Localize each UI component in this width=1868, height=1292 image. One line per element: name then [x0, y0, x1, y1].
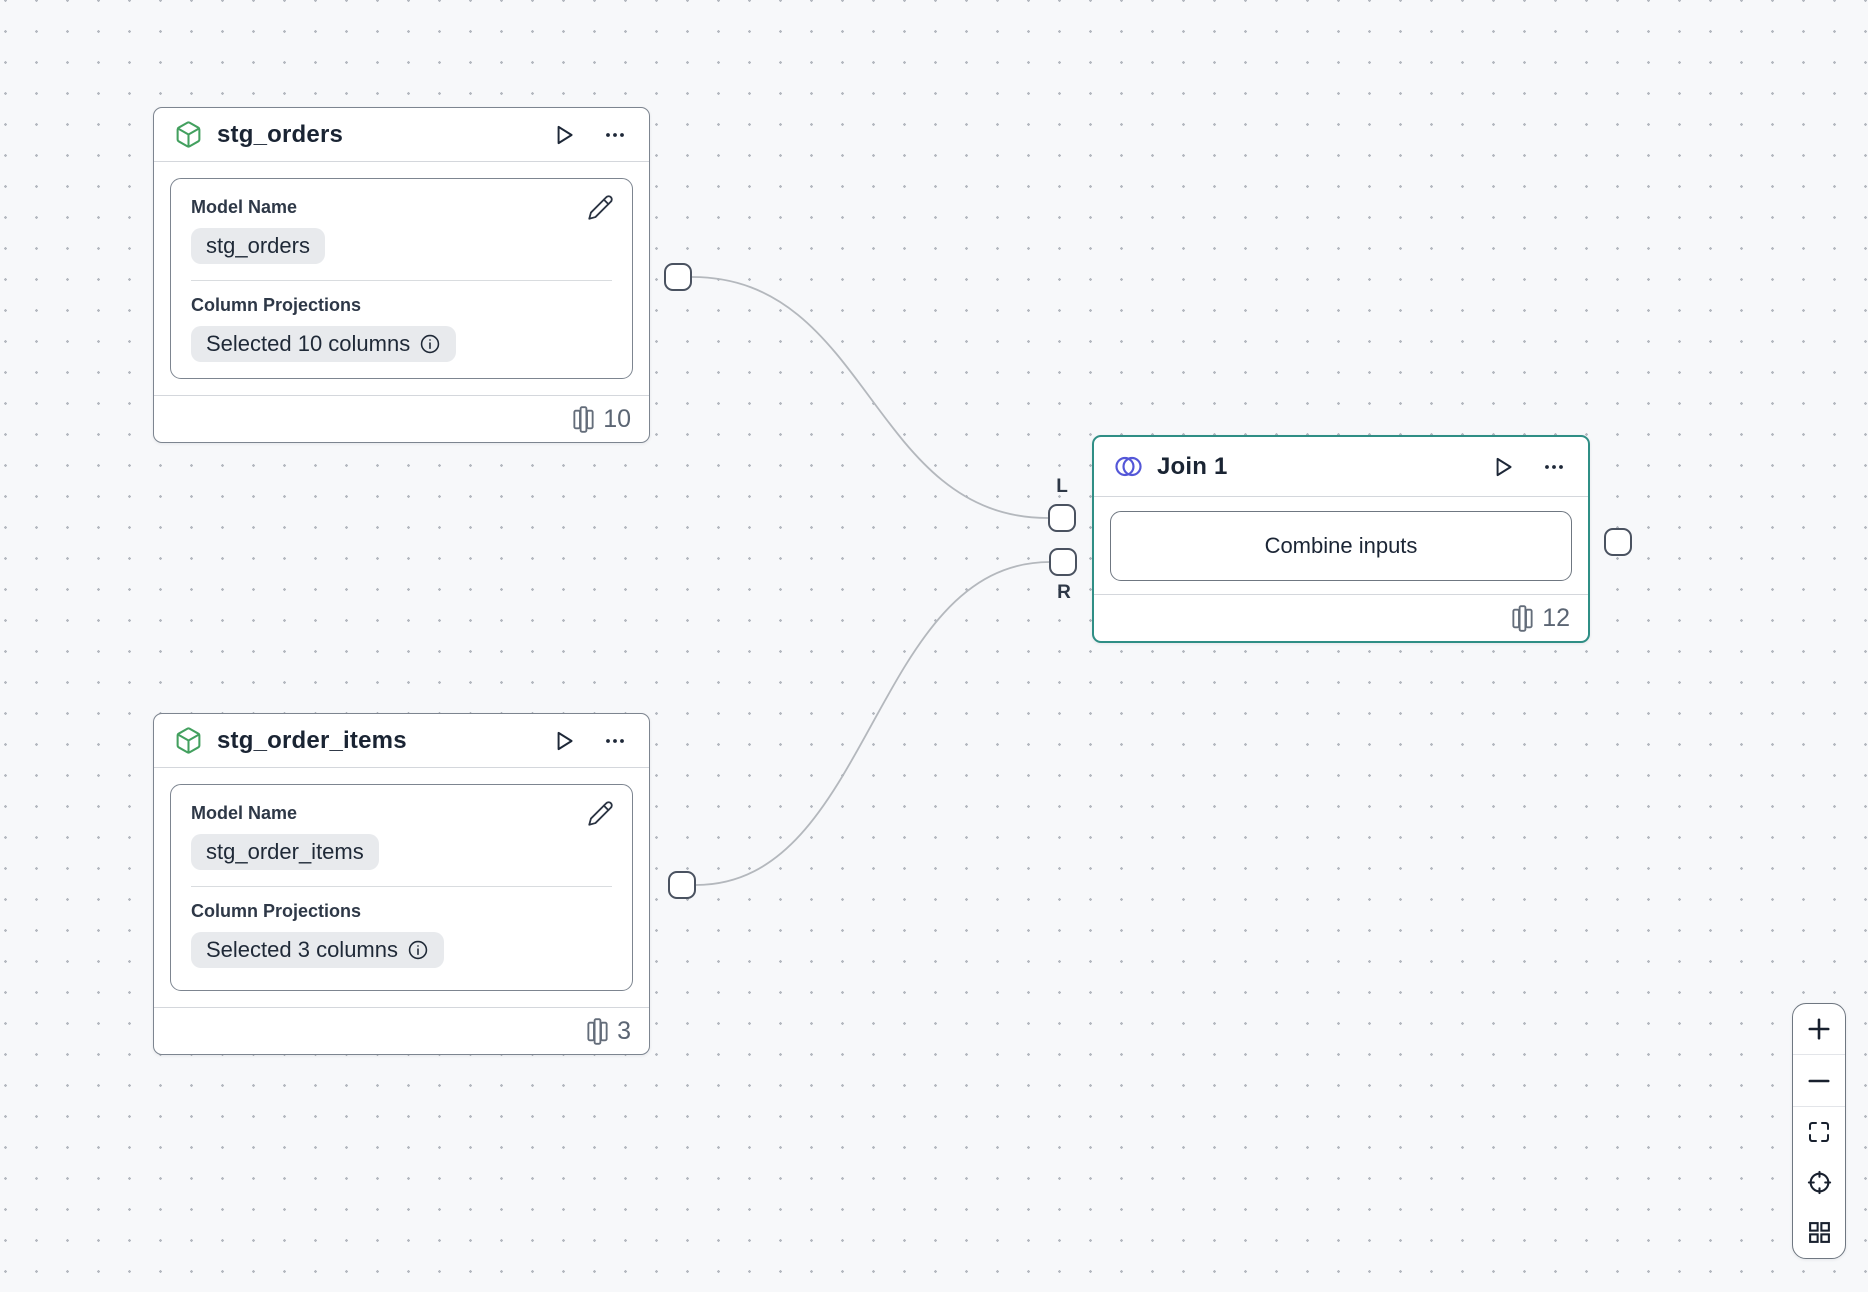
model-name-value[interactable]: stg_order_items — [191, 834, 379, 870]
run-node-button[interactable] — [1488, 452, 1518, 482]
ellipsis-icon — [603, 123, 627, 147]
play-icon — [1490, 454, 1516, 480]
play-icon — [551, 122, 577, 148]
model-box-icon — [174, 120, 203, 149]
edge-stg-orders-to-join-left[interactable] — [691, 276, 1049, 519]
zoom-in-icon — [1806, 1016, 1832, 1042]
run-node-button[interactable] — [549, 120, 579, 150]
ellipsis-icon — [1542, 455, 1566, 479]
fit-view-button[interactable] — [1793, 1107, 1845, 1157]
node-menu-button[interactable] — [601, 727, 629, 755]
node-header: stg_order_items — [154, 714, 649, 768]
node-config-card: Model Name stg_order_items Column Projec… — [170, 784, 633, 991]
model-box-icon — [174, 726, 203, 755]
node-title: stg_orders — [217, 120, 344, 148]
join-left-port-label: L — [1056, 476, 1068, 497]
node-title: stg_order_items — [217, 726, 407, 754]
combine-inputs-button[interactable]: Combine inputs — [1110, 510, 1572, 581]
pencil-icon — [587, 194, 614, 221]
node-body: Model Name stg_order_items Column Projec… — [154, 768, 649, 1007]
node-menu-button[interactable] — [601, 121, 629, 149]
node-footer: 10 — [154, 395, 649, 442]
column-count: 10 — [603, 404, 631, 433]
node-config-card: Model Name stg_orders Column Projections… — [170, 178, 633, 379]
divider — [191, 886, 612, 887]
node-stg-orders[interactable]: stg_orders — [153, 107, 650, 443]
edit-model-button[interactable] — [585, 798, 616, 829]
model-name-label: Model Name — [191, 197, 298, 217]
columns-icon — [573, 405, 594, 433]
zoom-out-icon — [1806, 1068, 1832, 1094]
ellipsis-icon — [603, 729, 627, 753]
layout-grid-button[interactable] — [1793, 1208, 1845, 1258]
columns-icon — [587, 1017, 608, 1045]
canvas-controls-toolbar — [1792, 1003, 1846, 1259]
grid-icon — [1807, 1220, 1832, 1245]
node-body: Combine inputs — [1094, 497, 1588, 594]
info-icon — [419, 333, 441, 355]
run-node-button[interactable] — [549, 726, 579, 756]
column-projections-value[interactable]: Selected 3 columns — [191, 932, 444, 968]
node-footer: 12 — [1094, 594, 1588, 641]
fit-view-icon — [1807, 1120, 1831, 1144]
column-count: 12 — [1542, 603, 1570, 632]
model-name-value[interactable]: stg_orders — [191, 228, 325, 264]
port-join-left-input[interactable] — [1048, 504, 1076, 532]
node-stg-order-items[interactable]: stg_order_items — [153, 713, 650, 1055]
divider — [191, 280, 612, 281]
column-count: 3 — [617, 1016, 631, 1045]
column-projections-label: Column Projections — [191, 295, 362, 315]
column-projections-label: Column Projections — [191, 901, 362, 921]
port-stg-order-items-output[interactable] — [668, 871, 696, 899]
join-venn-icon — [1114, 453, 1143, 480]
node-footer: 3 — [154, 1007, 649, 1054]
zoom-out-button[interactable] — [1793, 1055, 1845, 1107]
locate-button[interactable] — [1793, 1157, 1845, 1207]
port-join-right-input[interactable] — [1049, 548, 1077, 576]
info-icon — [407, 939, 429, 961]
port-stg-orders-output[interactable] — [664, 263, 692, 291]
node-body: Model Name stg_orders Column Projections… — [154, 162, 649, 395]
node-title: Join 1 — [1157, 452, 1228, 480]
pencil-icon — [587, 800, 614, 827]
edge-stg-order-items-to-join-right[interactable] — [695, 561, 1051, 886]
node-join-1[interactable]: Join 1 Combine inputs 12 — [1092, 435, 1590, 643]
zoom-in-button[interactable] — [1793, 1004, 1845, 1056]
node-menu-button[interactable] — [1540, 453, 1568, 481]
node-header: Join 1 — [1094, 437, 1588, 497]
port-join-output[interactable] — [1604, 528, 1632, 556]
node-header: stg_orders — [154, 108, 649, 162]
columns-icon — [1512, 604, 1533, 632]
play-icon — [551, 728, 577, 754]
column-projections-value[interactable]: Selected 10 columns — [191, 326, 457, 362]
edit-model-button[interactable] — [585, 192, 616, 223]
model-name-label: Model Name — [191, 803, 298, 823]
crosshair-icon — [1807, 1170, 1832, 1195]
join-right-port-label: R — [1057, 582, 1071, 603]
